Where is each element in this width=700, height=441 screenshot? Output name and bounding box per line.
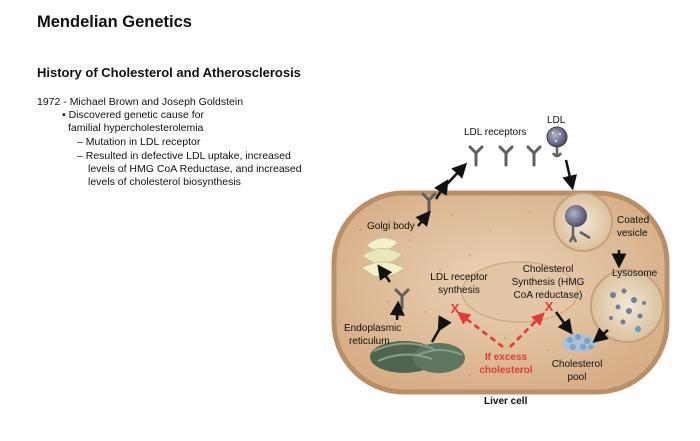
label-golgi-body: Golgi body — [367, 221, 415, 232]
lysosome — [590, 269, 664, 343]
label-ldl-receptors: LDL receptors — [464, 127, 526, 138]
sub-bullet-result: – Resulted in defective LDL uptake, incr… — [77, 150, 291, 162]
label-lysosome: Lysosome — [612, 268, 658, 279]
lysosome-particle — [635, 326, 641, 332]
sub-bullet-mutation: – Mutation in LDL receptor — [77, 136, 201, 148]
vesicle-ldl-particle — [565, 205, 587, 227]
ldl-receptor-icons — [468, 145, 542, 167]
ldl-particle — [546, 126, 568, 148]
label-coated-vesicle-1: Coated — [617, 215, 649, 226]
ldl-particle-dots — [551, 131, 562, 143]
label-cholesterol-pool-1: Cholesterol — [552, 359, 603, 370]
inhibition-arrows — [456, 311, 545, 349]
inhibit-x-ldlr: X — [451, 301, 460, 316]
er-arrow — [430, 315, 452, 343]
label-er-2: reticulum — [349, 336, 390, 347]
label-ldl: LDL — [547, 115, 566, 126]
label-ldlr-synthesis-2: synthesis — [438, 285, 480, 296]
sub-bullet-result-cont1: levels of HMG CoA Reductase, and increas… — [88, 163, 302, 175]
inhibit-x-synthesis: X — [545, 299, 554, 314]
label-liver-cell: Liver cell — [484, 396, 528, 407]
ldl-bound-receptor-icon — [551, 147, 563, 158]
label-chol-synthesis-3: CoA reductase) — [514, 290, 583, 301]
bullet-discovered-cont: familial hypercholesterolemia — [68, 122, 204, 134]
pathway-arrows — [377, 159, 627, 343]
label-chol-synthesis-1: Cholesterol — [523, 264, 574, 275]
label-ldlr-synthesis-1: LDL receptor — [430, 272, 488, 283]
label-coated-vesicle-2: vesicle — [617, 228, 648, 239]
label-excess-cholesterol-1: If excess — [485, 352, 528, 363]
label-chol-synthesis-2: Synthesis (HMG — [512, 277, 585, 288]
bullet-discovered: • Discovered genetic cause for — [62, 109, 204, 121]
slide-subtitle: History of Cholesterol and Atheroscleros… — [37, 65, 301, 80]
nucleus — [461, 261, 579, 323]
sub-bullet-result-cont2: levels of cholesterol biosynthesis — [88, 176, 241, 188]
endoplasmic-reticulum — [370, 341, 465, 373]
label-er-1: Endoplasmic — [344, 323, 401, 334]
label-cholesterol-pool-2: pool — [568, 372, 587, 383]
lysosome-contents — [609, 288, 646, 325]
vesicle-receptor-icon — [568, 226, 591, 243]
slide-title: Mendelian Genetics — [37, 13, 192, 31]
label-excess-cholesterol-2: cholesterol — [479, 365, 533, 376]
golgi-receptor-icon — [421, 192, 437, 214]
cholesterol-pool-icon — [562, 334, 596, 352]
line-discovery-year: 1972 - Michael Brown and Joseph Goldstei… — [37, 96, 244, 108]
golgi-body — [361, 237, 405, 277]
